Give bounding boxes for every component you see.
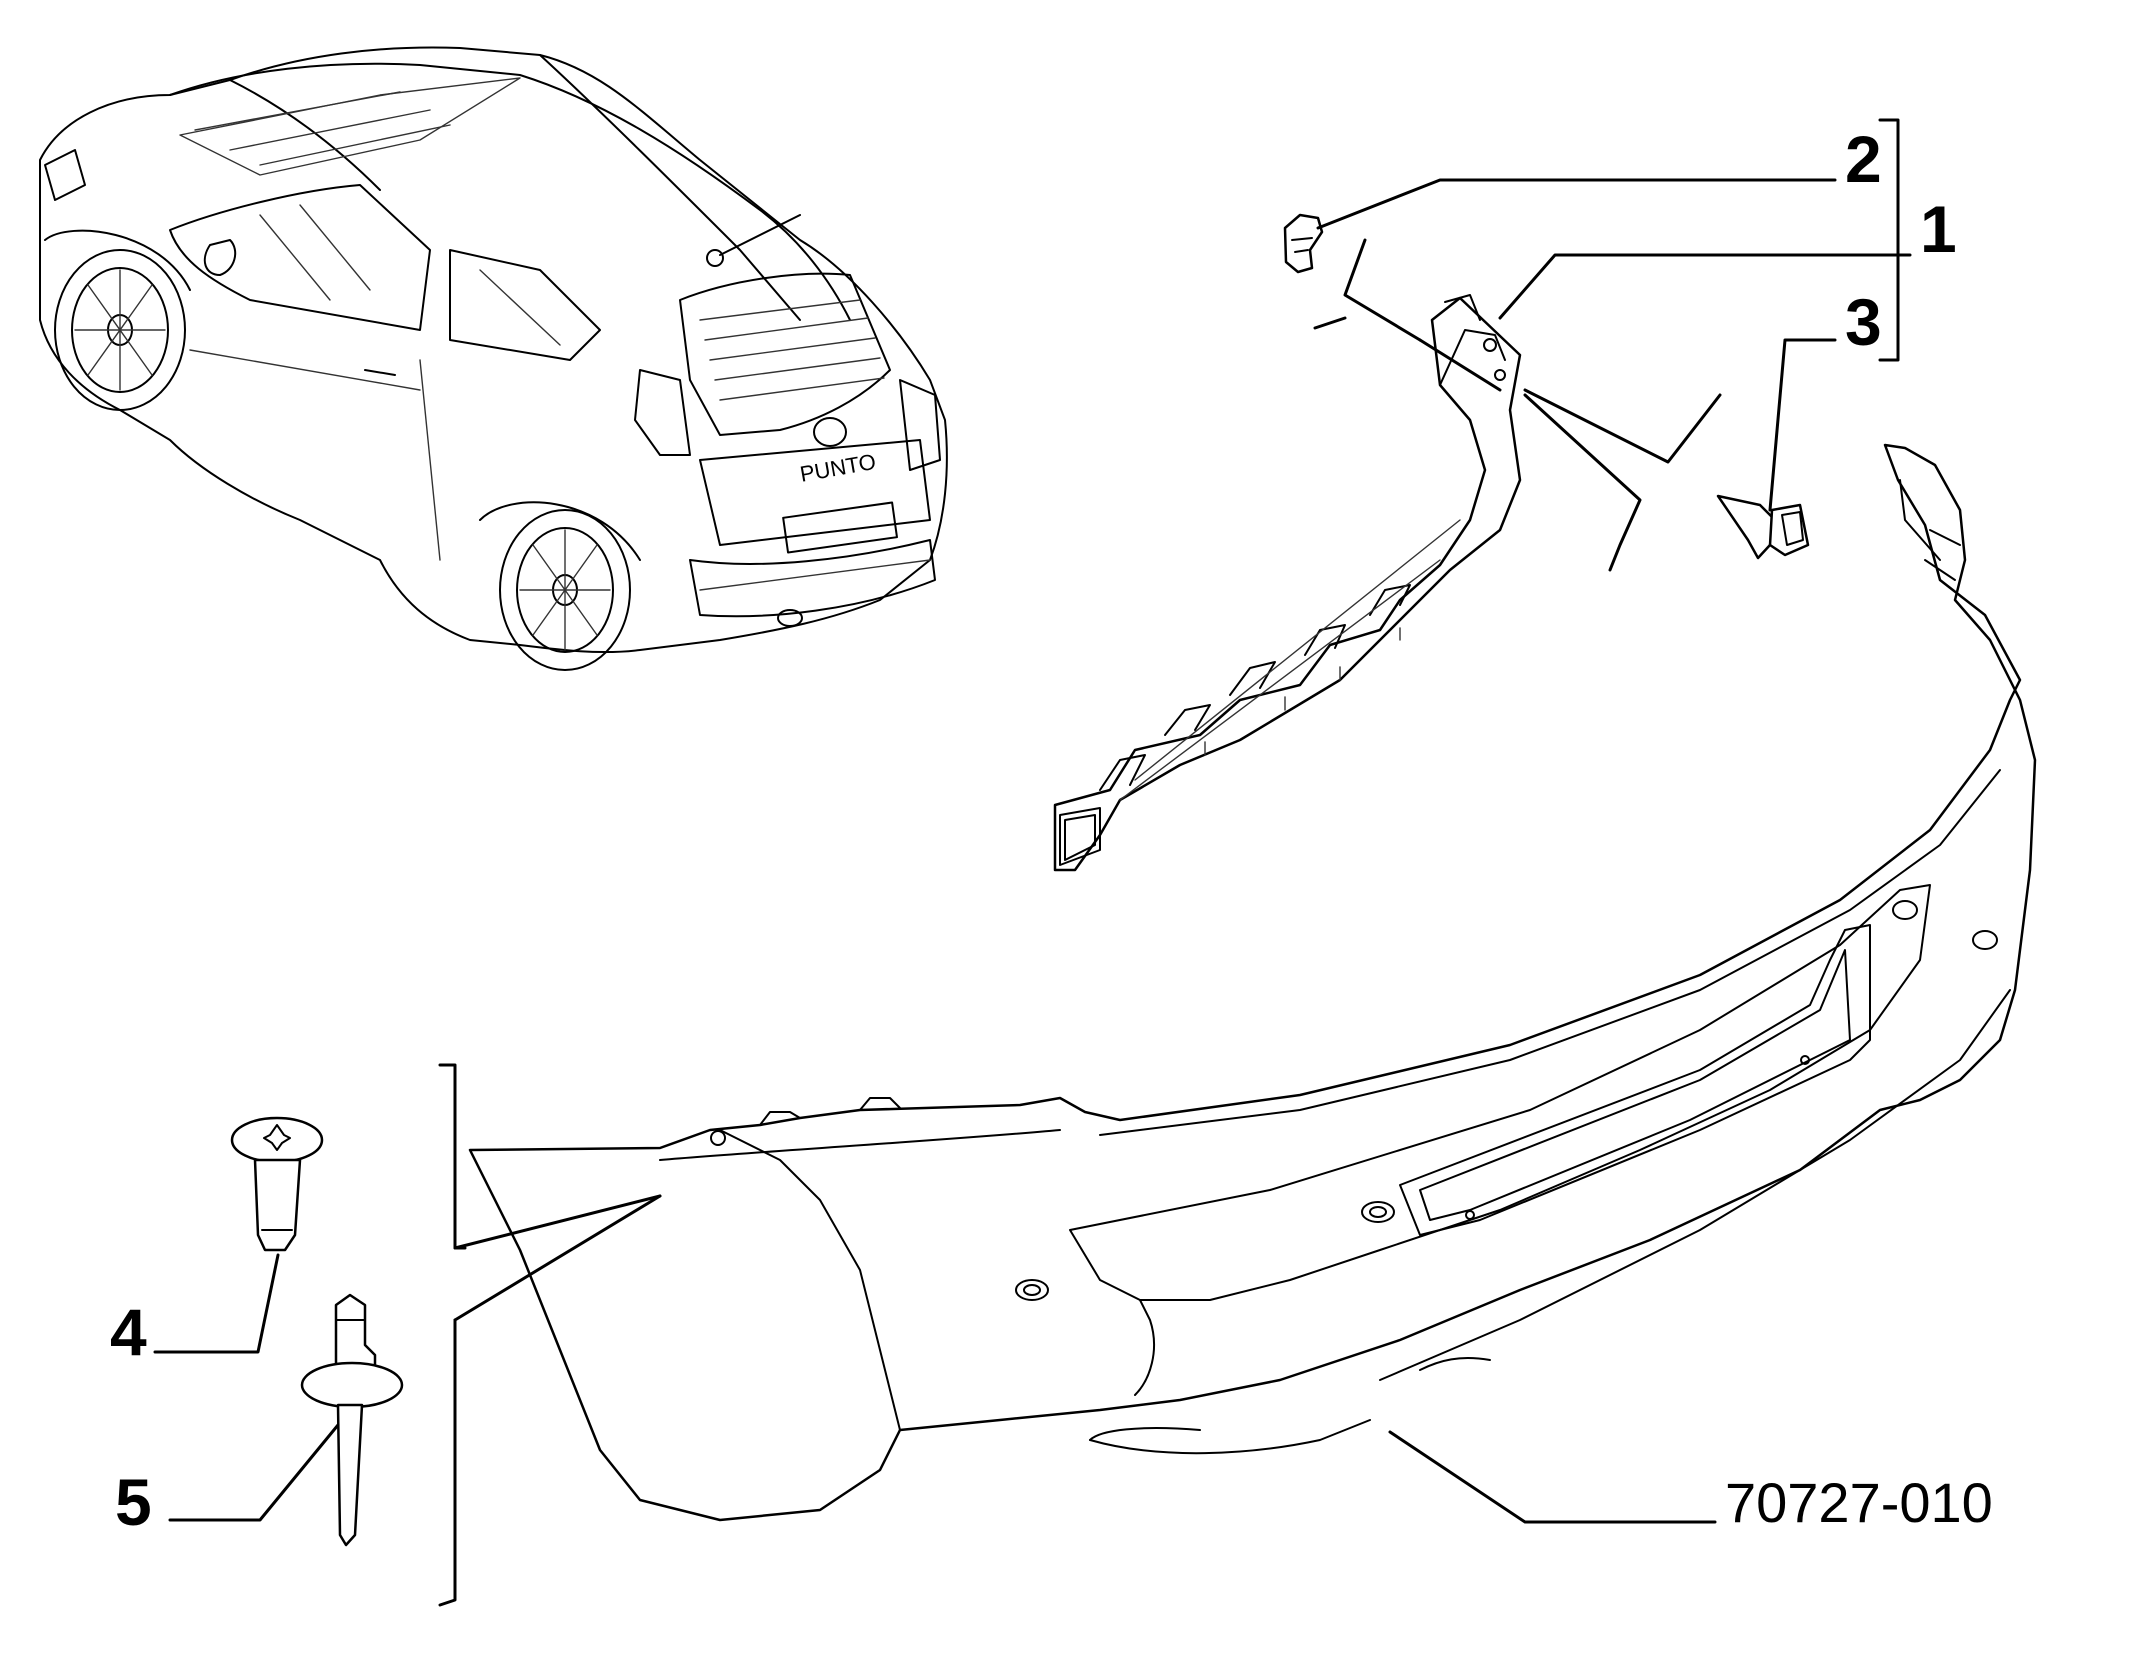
callout-1: 1 bbox=[1920, 192, 1957, 266]
leader-line-1 bbox=[1498, 253, 1912, 320]
rear-wheel bbox=[499, 509, 631, 671]
screw-part-4 bbox=[230, 1116, 324, 1252]
leader-line-part-number bbox=[1388, 1430, 1717, 1524]
vehicle-illustration: PUNTO bbox=[39, 46, 948, 671]
callout-5: 5 bbox=[115, 1465, 152, 1539]
bumper-support-bracket bbox=[1053, 294, 1522, 872]
rear-bumper bbox=[468, 443, 2037, 1522]
leader-line-3 bbox=[1768, 338, 1837, 512]
callout-2: 2 bbox=[1845, 122, 1882, 196]
callout-3: 3 bbox=[1845, 285, 1882, 359]
leader-line-5 bbox=[168, 1423, 340, 1522]
indicator-bracket-right bbox=[1523, 388, 1722, 464]
callout-4: 4 bbox=[110, 1295, 147, 1369]
clip-part-2 bbox=[1283, 213, 1324, 274]
front-wheel bbox=[54, 249, 186, 411]
indicator-bracket-left-upper bbox=[1343, 238, 1422, 342]
leader-line-4 bbox=[153, 1253, 280, 1354]
rivet-part-5 bbox=[300, 1293, 404, 1547]
badge-text: PUNTO bbox=[798, 449, 878, 487]
push-pin-part-3 bbox=[1716, 494, 1810, 560]
leader-lines bbox=[153, 118, 1912, 1607]
leader-line-2 bbox=[1316, 178, 1837, 230]
fastener-bracket-bottom bbox=[438, 1318, 457, 1607]
group-bracket-1-3 bbox=[1878, 118, 1900, 362]
fastener-bracket-top bbox=[438, 1063, 467, 1250]
part-number-label: 70727-010 bbox=[1725, 1471, 1993, 1534]
